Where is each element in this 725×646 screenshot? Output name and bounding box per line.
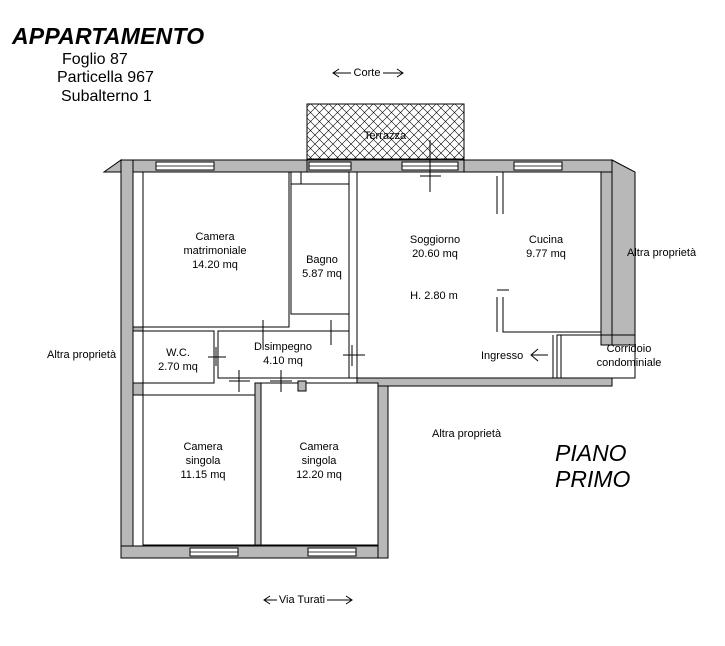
foglio-line: Foglio 87 [62, 51, 128, 68]
floor-label: PIANO PRIMO [555, 440, 631, 492]
height-label: H. 2.80 m [410, 290, 458, 302]
door-symbols [208, 140, 509, 392]
cucina-label: Cucina 9.77 mq [526, 234, 566, 260]
page-title: APPARTAMENTO [12, 23, 205, 49]
bagno-label: Bagno 5.87 mq [302, 254, 342, 280]
disimpegno-label: Disimpegno 4.10 mq [253, 341, 313, 367]
corte-arrow [332, 68, 404, 78]
terrazza-balcony [306, 103, 465, 160]
via-turati-label: Via Turati [278, 594, 326, 606]
corridoio-label: Corridoio condominiale [596, 343, 662, 369]
altra-proprieta-right: Altra proprietà [627, 247, 697, 259]
altra-proprieta-left: Altra proprietà [47, 349, 117, 361]
via-turati-arrow [263, 595, 353, 605]
subalterno-line: Subalterno 1 [61, 88, 152, 105]
interior-walls [142, 171, 379, 546]
particella-line: Particella 967 [57, 69, 154, 86]
terrazza-label: Terrazza [363, 130, 407, 142]
camera-singola-left-label: Camera singola 11.15 mq [180, 441, 226, 481]
camera-matrimoniale-label: Camera matrimoniale 14.20 mq [183, 231, 247, 271]
ingresso-label: Ingresso [481, 350, 524, 362]
camera-singola-right-label: Camera singola 12.20 mq [296, 441, 342, 481]
wc-label: W.C. 2.70 mq [158, 347, 198, 373]
corte-label: Corte [353, 67, 381, 79]
soggiorno-label: Soggiorno 20.60 mq [409, 234, 461, 260]
altra-proprieta-bottom: Altra proprietà [432, 428, 502, 440]
ingresso-arrow [530, 348, 548, 362]
